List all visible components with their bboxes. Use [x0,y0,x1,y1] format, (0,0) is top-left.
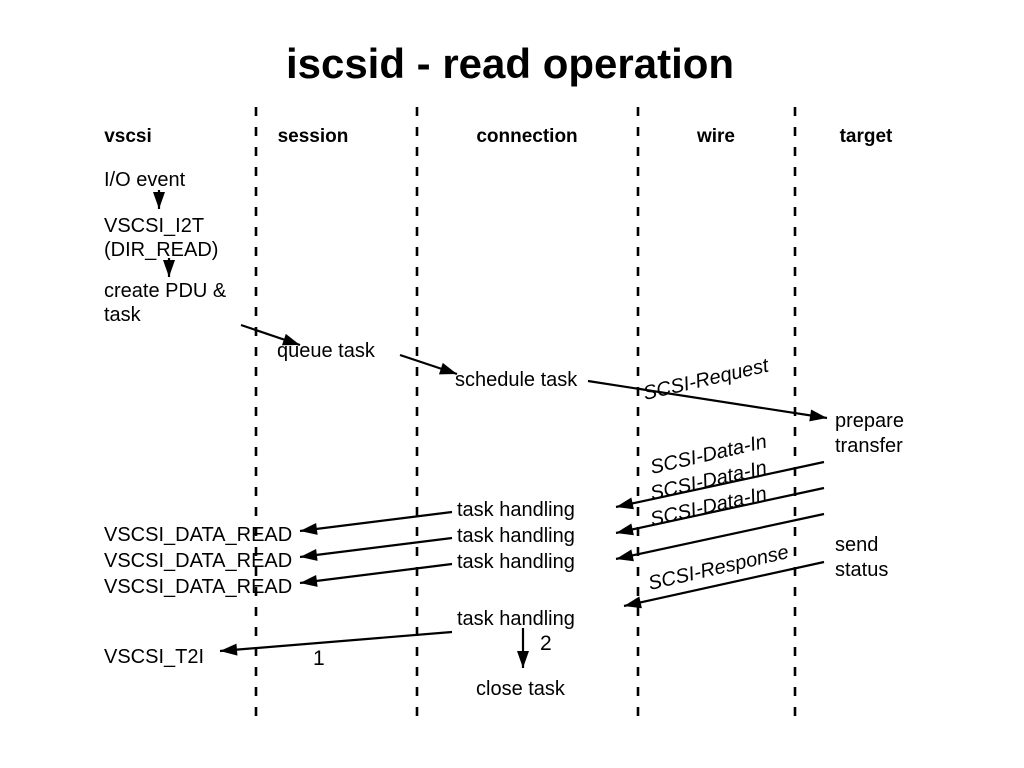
vertical-arrowhead-task-handling-to-close-task [517,651,529,668]
messages-group: queue task schedule task SCSI-Request prepa… [104,323,904,700]
message-label-queue-task: queue task [277,340,376,362]
message-label-vscsi-data-read-3: VSCSI_DATA_READ [104,576,292,598]
page-title-group: iscsid - read operation [286,40,734,87]
message-label-vscsi-data-read-2: VSCSI_DATA_READ [104,550,292,572]
lifelines-group [254,107,797,716]
message-line-scsi-request [587,379,828,420]
message-line-scsi-data-in-3 [615,512,825,561]
message-arrowhead-vscsi-data-read-1 [300,522,318,535]
vscsi-step-2: (DIR_READ) [104,239,218,261]
message-label-task-handling-1: task handling [457,499,575,521]
message-arrowhead-scsi-data-in-3 [616,549,634,562]
message-arrowhead-scsi-response [624,596,642,609]
message-arrowhead-queue-task [281,333,300,346]
lifeline-header-session: session [278,126,349,147]
message-label-send-status-1: send [835,534,878,556]
message-label-scsi-response: SCSI-Response [646,541,791,595]
vscsi-step-3: create PDU & [104,280,227,302]
message-label-schedule-task: schedule task [455,369,578,391]
vscsi-step-4: task [104,304,142,326]
vscsi-step-1: VSCSI_I2T [104,215,204,237]
message-label-task-handling-4: task handling [457,608,575,630]
message-label-task-handling-3: task handling [457,551,575,573]
message-arrowhead-scsi-request [809,409,827,422]
lifeline-header-vscsi: vscsi [104,126,152,147]
message-line-vscsi-data-read-1 [299,510,453,533]
message-label-prepare-transfer-1: prepare [835,410,904,432]
message-line-vscsi-t2i [219,630,453,653]
message-label-vscsi-t2i: VSCSI_T2I [104,646,204,668]
vertical-arrowhead-io-event-to-vscsi-i2t [153,192,165,209]
message-line-vscsi-data-read-3 [299,562,453,585]
message-line-scsi-response [623,560,825,608]
message-arrowhead-scsi-data-in-2 [616,523,634,536]
message-line-vscsi-data-read-2 [299,536,453,559]
message-arrowhead-scsi-data-in-1 [616,497,634,510]
message-label-task-handling-2: task handling [457,525,575,547]
vertical-arrows-group: 2 [153,190,552,668]
message-arrowhead-schedule-task [438,362,457,375]
message-label-close-task: close task [476,678,566,700]
message-label-vscsi-data-read-1: VSCSI_DATA_READ [104,524,292,546]
lifeline-header-connection: connection [476,126,577,147]
vscsi-step-0: I/O event [104,169,186,191]
vertical-arrowhead-vscsi-i2t-to-create-pdu [163,260,175,277]
message-number-vscsi-t2i: 1 [313,647,325,670]
lifeline-header-wire: wire [696,126,735,147]
message-arrowhead-vscsi-t2i [220,643,238,656]
lifeline-header-target: target [840,126,893,147]
message-line-scsi-data-in-2 [615,486,825,535]
message-label-send-status-2: status [835,559,888,581]
vertical-arrow-number-task-handling-to-close-task: 2 [540,632,552,655]
page-title: iscsid - read operation [286,40,734,87]
message-label-prepare-transfer-2: transfer [835,435,903,457]
message-arrowhead-vscsi-data-read-2 [300,548,318,561]
message-line-scsi-data-in-1 [615,460,825,509]
lifeline-headers-group: vscsi session connection wire target [104,126,893,147]
message-label-scsi-request: SCSI-Request [641,354,772,405]
message-arrowhead-vscsi-data-read-3 [300,574,318,587]
